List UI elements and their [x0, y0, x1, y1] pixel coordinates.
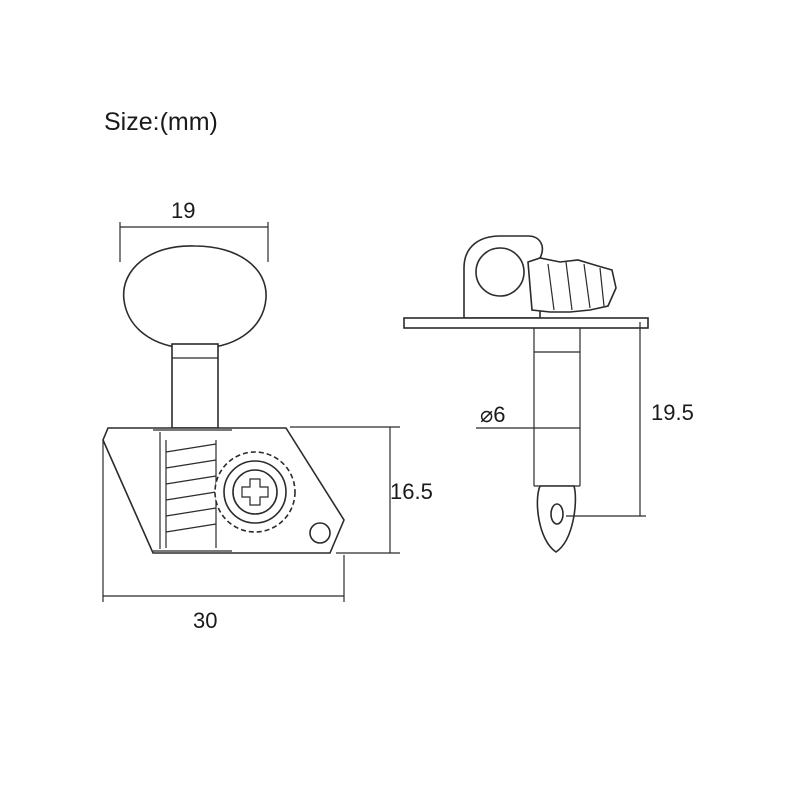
base-plate	[403, 317, 649, 329]
diagram-title: Size:(mm)	[104, 108, 218, 136]
label-housing-height: 16.5	[390, 479, 433, 504]
tuner-shaft	[171, 343, 219, 429]
dimension-knob-width	[119, 222, 269, 262]
label-knob-width: 19	[171, 198, 196, 223]
gear-wheel	[214, 451, 296, 533]
dimension-housing-height	[290, 426, 400, 554]
dimension-total-length	[102, 440, 345, 602]
label-post-height: 19.5	[651, 400, 694, 425]
gear-teeth	[527, 257, 617, 313]
label-total-length: 30	[193, 608, 218, 633]
phillips-screw-icon	[241, 478, 269, 506]
mounting-hole	[309, 522, 331, 544]
tuner-knob	[122, 245, 267, 349]
tuner-side-view	[102, 222, 400, 602]
dimension-post-height	[566, 322, 646, 517]
label-post-diameter: ⌀6	[480, 402, 506, 427]
string-post	[476, 328, 581, 553]
tuner-front-view	[403, 235, 649, 553]
string-hole	[550, 503, 564, 525]
